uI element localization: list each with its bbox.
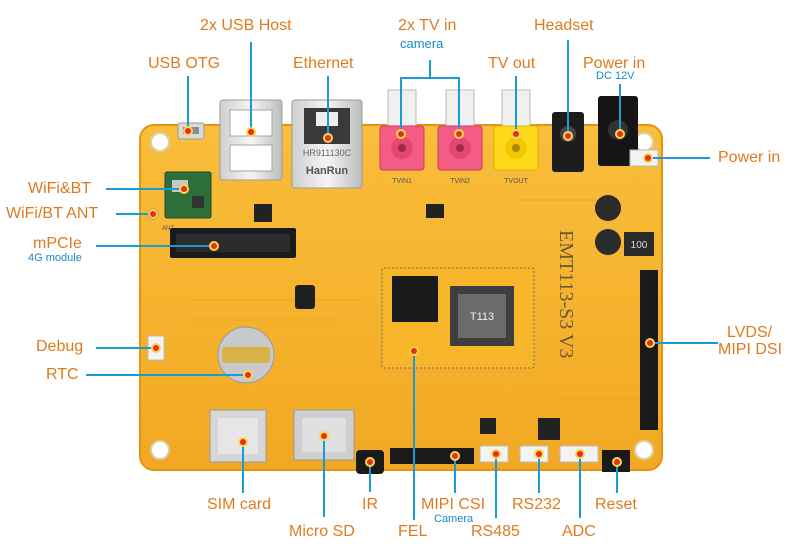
rtc-battery bbox=[217, 326, 275, 384]
label-power-in-right: Power in bbox=[718, 149, 781, 166]
marker-adc bbox=[575, 449, 585, 459]
ant-silk: ANT bbox=[162, 226, 174, 232]
label-ethernet: Ethernet bbox=[293, 55, 354, 72]
marker-usb-otg bbox=[183, 126, 193, 136]
label-usb-otg: USB OTG bbox=[148, 55, 221, 72]
cap-silk: 100 bbox=[631, 240, 648, 251]
label-tv-out: TV out bbox=[488, 55, 536, 72]
leader-lines bbox=[86, 40, 718, 520]
board-model-silk: EMT113-S3 V3 bbox=[555, 230, 577, 358]
lvds-header bbox=[640, 270, 658, 430]
marker-sim bbox=[238, 437, 248, 447]
label-headset: Headset bbox=[534, 17, 594, 34]
marker-tv-in-1 bbox=[396, 129, 406, 139]
marker-dots bbox=[148, 126, 655, 467]
marker-mipi-csi bbox=[450, 451, 460, 461]
marker-wifi-bt bbox=[179, 184, 189, 194]
marker-mpcie bbox=[209, 241, 219, 251]
label-rs485: RS485 bbox=[471, 523, 520, 540]
wifi-bt-module bbox=[164, 171, 212, 219]
capacitors: 100 bbox=[595, 195, 654, 256]
label-micro-sd: Micro SD bbox=[289, 523, 355, 540]
marker-lvds bbox=[645, 338, 655, 348]
label-power-in-top: Power in bbox=[583, 55, 646, 72]
ethernet-part-text: HR911130C bbox=[303, 148, 352, 158]
marker-rs232 bbox=[534, 449, 544, 459]
label-debug: Debug bbox=[36, 338, 84, 355]
usb-host-connector bbox=[219, 99, 283, 181]
cpu-module: T113 bbox=[381, 267, 535, 369]
label-lvds-line2: MIPI DSI bbox=[718, 341, 783, 358]
label-fel: FEL bbox=[398, 523, 428, 540]
marker-tv-out bbox=[511, 129, 521, 139]
label-mpcie-sub: 4G module bbox=[28, 252, 82, 264]
marker-ethernet bbox=[323, 133, 333, 143]
marker-tv-in-2 bbox=[454, 129, 464, 139]
label-reset: Reset bbox=[595, 496, 637, 513]
label-rtc: RTC bbox=[46, 366, 79, 383]
marker-rtc bbox=[243, 370, 253, 380]
chip-silk: T113 bbox=[470, 311, 494, 323]
label-mpcie: mPCIe bbox=[33, 235, 82, 252]
label-tv-in-sub: camera bbox=[400, 36, 444, 51]
mipi-csi-header bbox=[390, 448, 474, 464]
tvin2-silk: TVIN2 bbox=[450, 178, 470, 185]
mpcie-slot bbox=[170, 228, 296, 258]
label-lvds-line1: LVDS/ bbox=[727, 324, 773, 341]
label-wifi-bt-ant: WiFi/BT ANT bbox=[6, 205, 99, 222]
label-mipi-csi-sub: Camera bbox=[434, 513, 474, 525]
label-power-in-top-sub: DC 12V bbox=[596, 70, 635, 82]
label-rs232: RS232 bbox=[512, 496, 561, 513]
ethernet-brand-text: HanRun bbox=[306, 165, 348, 177]
label-adc: ADC bbox=[562, 523, 596, 540]
marker-reset bbox=[612, 457, 622, 467]
label-tv-in: 2x TV in bbox=[398, 17, 457, 34]
marker-debug bbox=[151, 343, 161, 353]
marker-ir bbox=[365, 457, 375, 467]
marker-fel bbox=[409, 346, 419, 356]
marker-rs485 bbox=[491, 449, 501, 459]
label-wifi-bt: WiFi&BT bbox=[28, 180, 92, 197]
label-usb-host: 2x USB Host bbox=[200, 17, 292, 34]
tvin1-silk: TVIN1 bbox=[392, 178, 412, 185]
marker-usb-host bbox=[246, 127, 256, 137]
sim-card-slot bbox=[209, 409, 267, 463]
marker-wifi-ant bbox=[148, 209, 158, 219]
label-ir: IR bbox=[362, 496, 378, 513]
marker-micro-sd bbox=[319, 431, 329, 441]
label-sim-card: SIM card bbox=[207, 496, 272, 513]
marker-headset bbox=[563, 131, 573, 141]
label-mipi-csi: MIPI CSI bbox=[421, 496, 486, 513]
marker-power-right bbox=[643, 153, 653, 163]
tvout-silk: TVOUT bbox=[504, 178, 528, 185]
tv-out-connector: TVOUT bbox=[493, 89, 539, 185]
marker-power-top bbox=[615, 129, 625, 139]
